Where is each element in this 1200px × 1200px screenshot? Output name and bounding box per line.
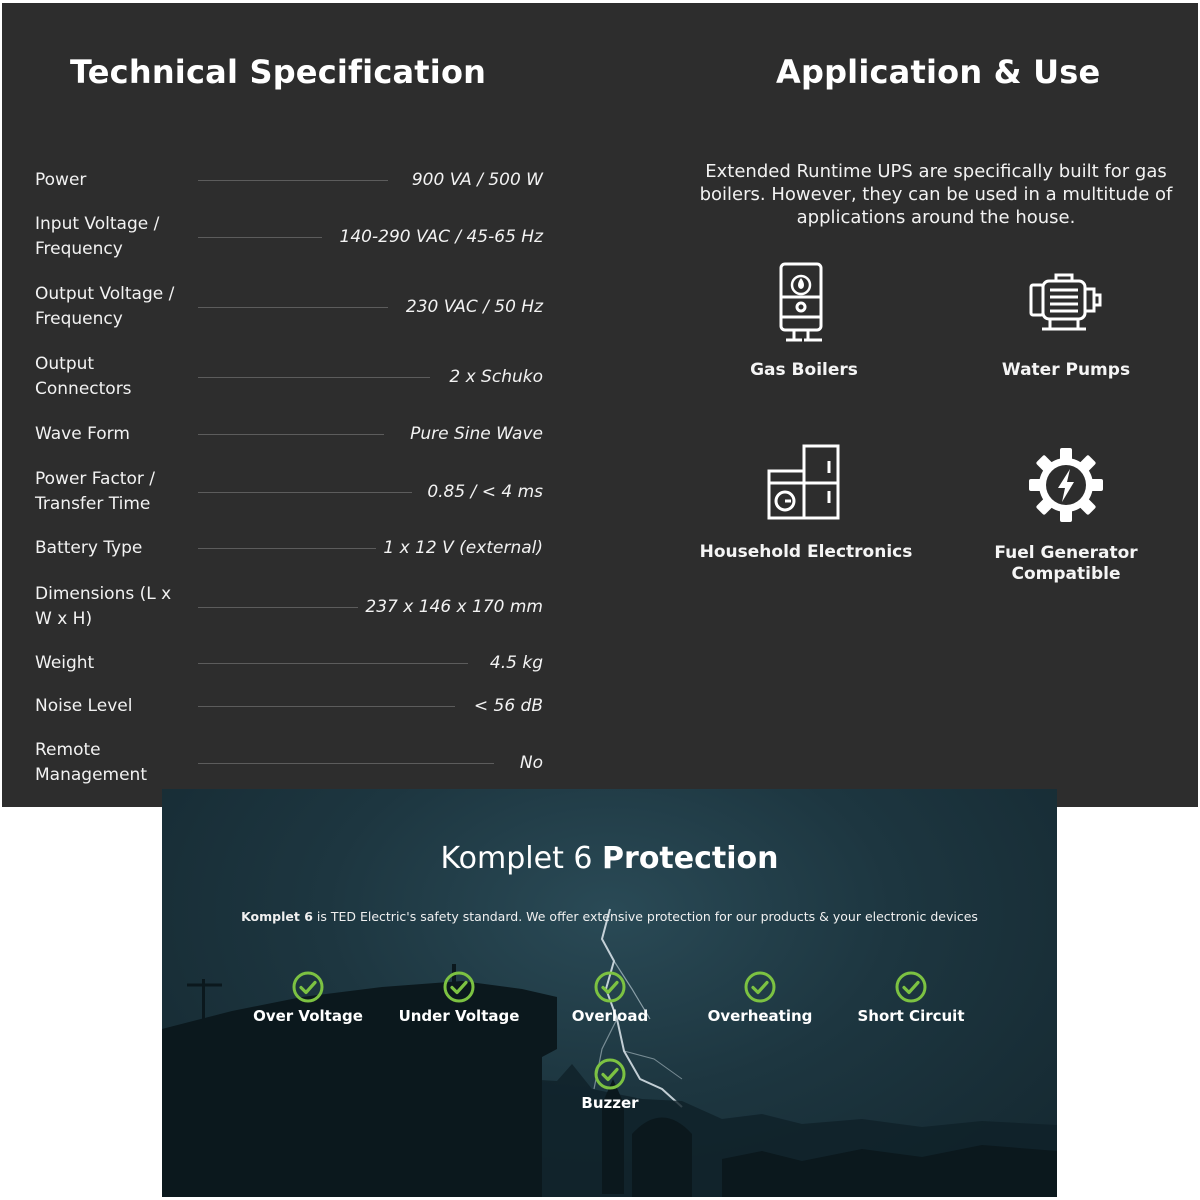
spec-divider <box>198 607 358 608</box>
spec-divider <box>198 548 376 549</box>
feature-buzzer: Buzzer <box>535 1058 685 1112</box>
water-pump-icon <box>1029 273 1102 331</box>
application-label: Gas Boilers <box>750 360 858 380</box>
spec-row-wave-form: Wave Form Pure Sine Wave <box>35 421 543 481</box>
protection-title: Komplet 6 Protection <box>162 841 1057 876</box>
spec-label: Battery Type <box>35 538 143 558</box>
feature-label: Overload <box>571 1007 649 1025</box>
application-title: Application & Use <box>776 53 1101 91</box>
feature-overheating: Overheating <box>685 971 835 1025</box>
protection-panel: Komplet 6 Protection Komplet 6 is TED El… <box>162 789 1057 1197</box>
check-circle-icon <box>594 971 626 1003</box>
feature-short-circuit: Short Circuit <box>836 971 986 1025</box>
spec-label: Input Voltage / Frequency <box>35 214 160 259</box>
spec-value: 0.85 / < 4 ms <box>427 482 543 502</box>
spec-divider <box>198 763 494 764</box>
feature-label: Short Circuit <box>857 1007 965 1025</box>
spec-divider <box>198 377 430 378</box>
protection-title-light: Komplet 6 <box>440 841 593 876</box>
check-circle-icon <box>292 971 324 1003</box>
application-item-household-electronics: Household Electronics <box>686 443 926 563</box>
household-electronics-icon <box>767 444 840 520</box>
gas-boiler-icon <box>779 262 823 342</box>
spec-divider <box>198 706 455 707</box>
spec-label: Dimensions (L x W x H) <box>35 584 172 629</box>
spec-title: Technical Specification <box>70 53 487 91</box>
spec-label: Wave Form <box>35 424 130 444</box>
spec-value: < 56 dB <box>473 696 543 716</box>
spec-value: 2 x Schuko <box>449 367 543 387</box>
application-label: Fuel Generator Compatible <box>994 543 1138 584</box>
feature-label: Overheating <box>707 1007 813 1025</box>
protection-title-bold: Protection <box>602 841 779 876</box>
spec-row-dimensions: Dimensions (L x W x H) 237 x 146 x 170 m… <box>35 579 543 639</box>
check-circle-icon <box>744 971 776 1003</box>
spec-value: 140-290 VAC / 45-65 Hz <box>339 227 543 247</box>
spec-divider <box>198 237 322 238</box>
spec-row-battery-type: Battery Type 1 x 12 V (external) <box>35 535 543 595</box>
protection-desc-bold: Komplet 6 <box>241 909 313 924</box>
spec-value: Pure Sine Wave <box>410 424 543 444</box>
spec-row-noise-level: Noise Level < 56 dB <box>35 693 543 753</box>
check-circle-icon <box>895 971 927 1003</box>
application-item-water-pumps: Water Pumps <box>946 273 1186 381</box>
feature-overload: Overload <box>535 971 685 1025</box>
spec-row-power-factor: Power Factor / Transfer Time 0.85 / < 4 … <box>35 464 543 524</box>
check-circle-icon <box>594 1058 626 1090</box>
spec-list: Power 900 VA / 500 W Input Voltage / Fre… <box>35 3 543 807</box>
application-label: Household Electronics <box>699 542 913 562</box>
application-item-fuel-generator: Fuel Generator Compatible <box>946 447 1186 585</box>
protection-description: Komplet 6 is TED Electric's safety stand… <box>162 909 1057 924</box>
feature-label: Under Voltage <box>398 1007 520 1025</box>
spec-panel: Technical Specification Application & Us… <box>2 3 1198 807</box>
storm-skyline-image <box>162 908 1057 1197</box>
spec-label: Noise Level <box>35 696 133 716</box>
spec-value: 900 VA / 500 W <box>411 170 543 190</box>
spec-label: Output Voltage / Frequency <box>35 284 175 329</box>
spec-divider <box>198 180 388 181</box>
spec-row-remote-management: Remote Management No <box>35 738 543 798</box>
spec-label: Power <box>35 170 87 190</box>
application-description: Extended Runtime UPS are specifically bu… <box>699 161 1173 228</box>
spec-value: 4.5 kg <box>489 653 543 673</box>
feature-over-voltage: Over Voltage <box>233 971 383 1025</box>
check-circle-icon <box>443 971 475 1003</box>
fuel-generator-icon <box>1029 448 1103 522</box>
spec-label: Weight <box>35 653 95 673</box>
spec-row-input-voltage: Input Voltage / Frequency 140-290 VAC / … <box>35 211 543 271</box>
application-item-gas-boilers: Gas Boilers <box>684 261 924 381</box>
feature-label: Buzzer <box>581 1094 639 1112</box>
protection-desc-rest: is TED Electric's safety standard. We of… <box>312 909 978 924</box>
spec-label: Power Factor / Transfer Time <box>35 469 155 514</box>
spec-row-weight: Weight 4.5 kg <box>35 649 543 709</box>
spec-label: Output Connectors <box>35 354 132 399</box>
spec-divider <box>198 434 384 435</box>
feature-under-voltage: Under Voltage <box>384 971 534 1025</box>
spec-value: 237 x 146 x 170 mm <box>365 597 543 617</box>
feature-label: Over Voltage <box>253 1007 363 1025</box>
spec-divider <box>198 307 388 308</box>
application-label: Water Pumps <box>1001 360 1131 380</box>
spec-label: Remote Management <box>35 740 147 785</box>
spec-divider <box>198 492 412 493</box>
spec-value: No <box>519 753 543 773</box>
spec-row-output-voltage: Output Voltage / Frequency 230 VAC / 50 … <box>35 281 543 341</box>
spec-row-power: Power 900 VA / 500 W <box>35 163 543 223</box>
spec-value: 230 VAC / 50 Hz <box>405 297 543 317</box>
spec-row-output-connectors: Output Connectors 2 x Schuko <box>35 351 543 411</box>
spec-divider <box>198 663 468 664</box>
spec-value: 1 x 12 V (external) <box>383 538 543 558</box>
